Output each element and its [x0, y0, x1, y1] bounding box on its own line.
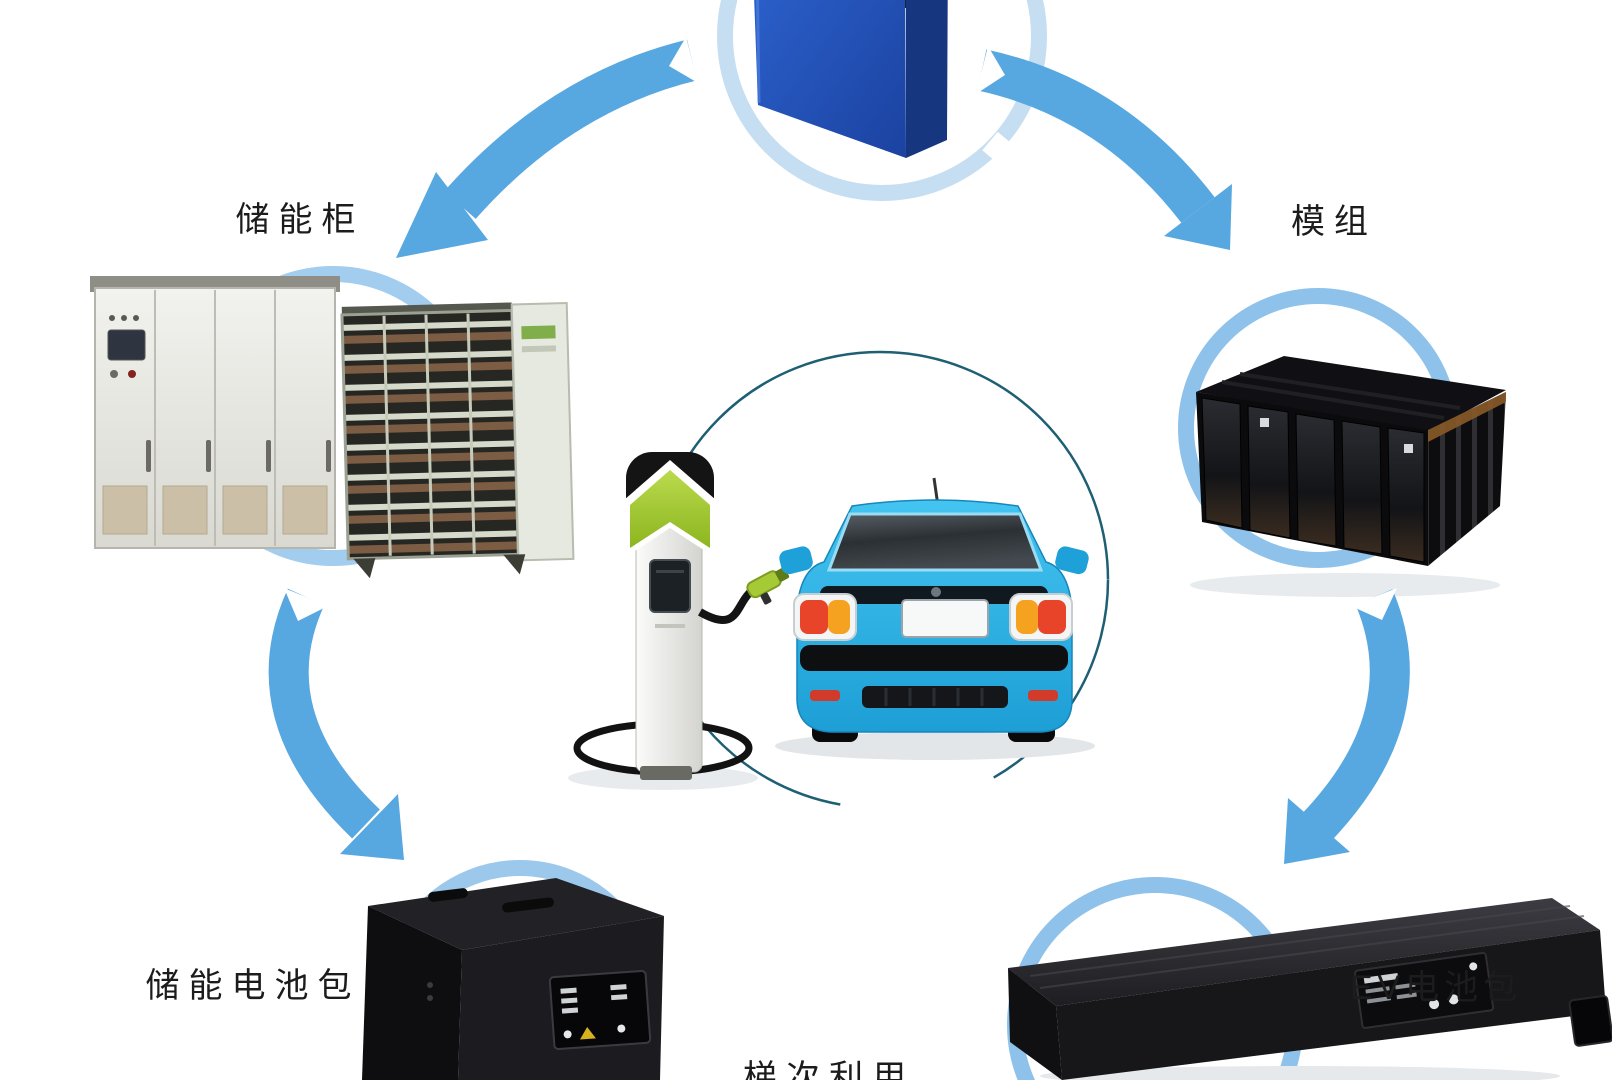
station-screen: [649, 559, 691, 613]
license-plate: [901, 599, 989, 638]
green-chevron-icon: [630, 470, 710, 548]
label-module: 模组: [1291, 203, 1377, 241]
center-scene: [568, 452, 1095, 790]
battery-module-illustration: [1190, 356, 1506, 597]
cell-sticker: [1404, 444, 1413, 453]
ev-pack-connector: [1568, 994, 1612, 1047]
label-storage-cabinet: 储能柜: [235, 201, 365, 239]
ring-gap: [982, 131, 1024, 173]
rack-label-sticker: [521, 325, 556, 340]
arrow-cabinet-to-storage-pack: [268, 588, 404, 860]
ev-pack-illustration: [1008, 898, 1612, 1080]
flow-arrows: [268, 37, 1410, 864]
bumper-strip: [800, 645, 1068, 671]
battery-cell-illustration: [754, 0, 948, 158]
storage-pack-illustration: [362, 878, 664, 1080]
ev-pack-label-panel: [1354, 951, 1495, 1029]
module-fins: [1428, 392, 1506, 566]
tail-light-left: [793, 593, 857, 641]
arrow-battery-to-module: [976, 46, 1232, 250]
label-storage-pack: 储能电池包: [145, 967, 361, 1005]
label-cascade-use: 梯次利用: [743, 1059, 915, 1080]
ev-car-illustration: [775, 477, 1095, 760]
label-ev-pack: EV电池包: [1349, 969, 1523, 1007]
arrow-battery-to-cabinet: [396, 37, 698, 258]
ring-battery-cell: [717, 0, 1047, 201]
rear-window: [826, 512, 1044, 572]
tail-light-right: [1009, 593, 1073, 641]
pack-control-panel: [548, 970, 652, 1050]
cell-sticker: [1260, 418, 1269, 427]
charging-station-illustration: [568, 452, 790, 790]
arrow-module-to-ev-pack: [1284, 588, 1410, 864]
storage-cabinet-illustration: [90, 276, 575, 579]
charging-cable: [698, 584, 759, 624]
cabinet-screen: [107, 329, 146, 361]
